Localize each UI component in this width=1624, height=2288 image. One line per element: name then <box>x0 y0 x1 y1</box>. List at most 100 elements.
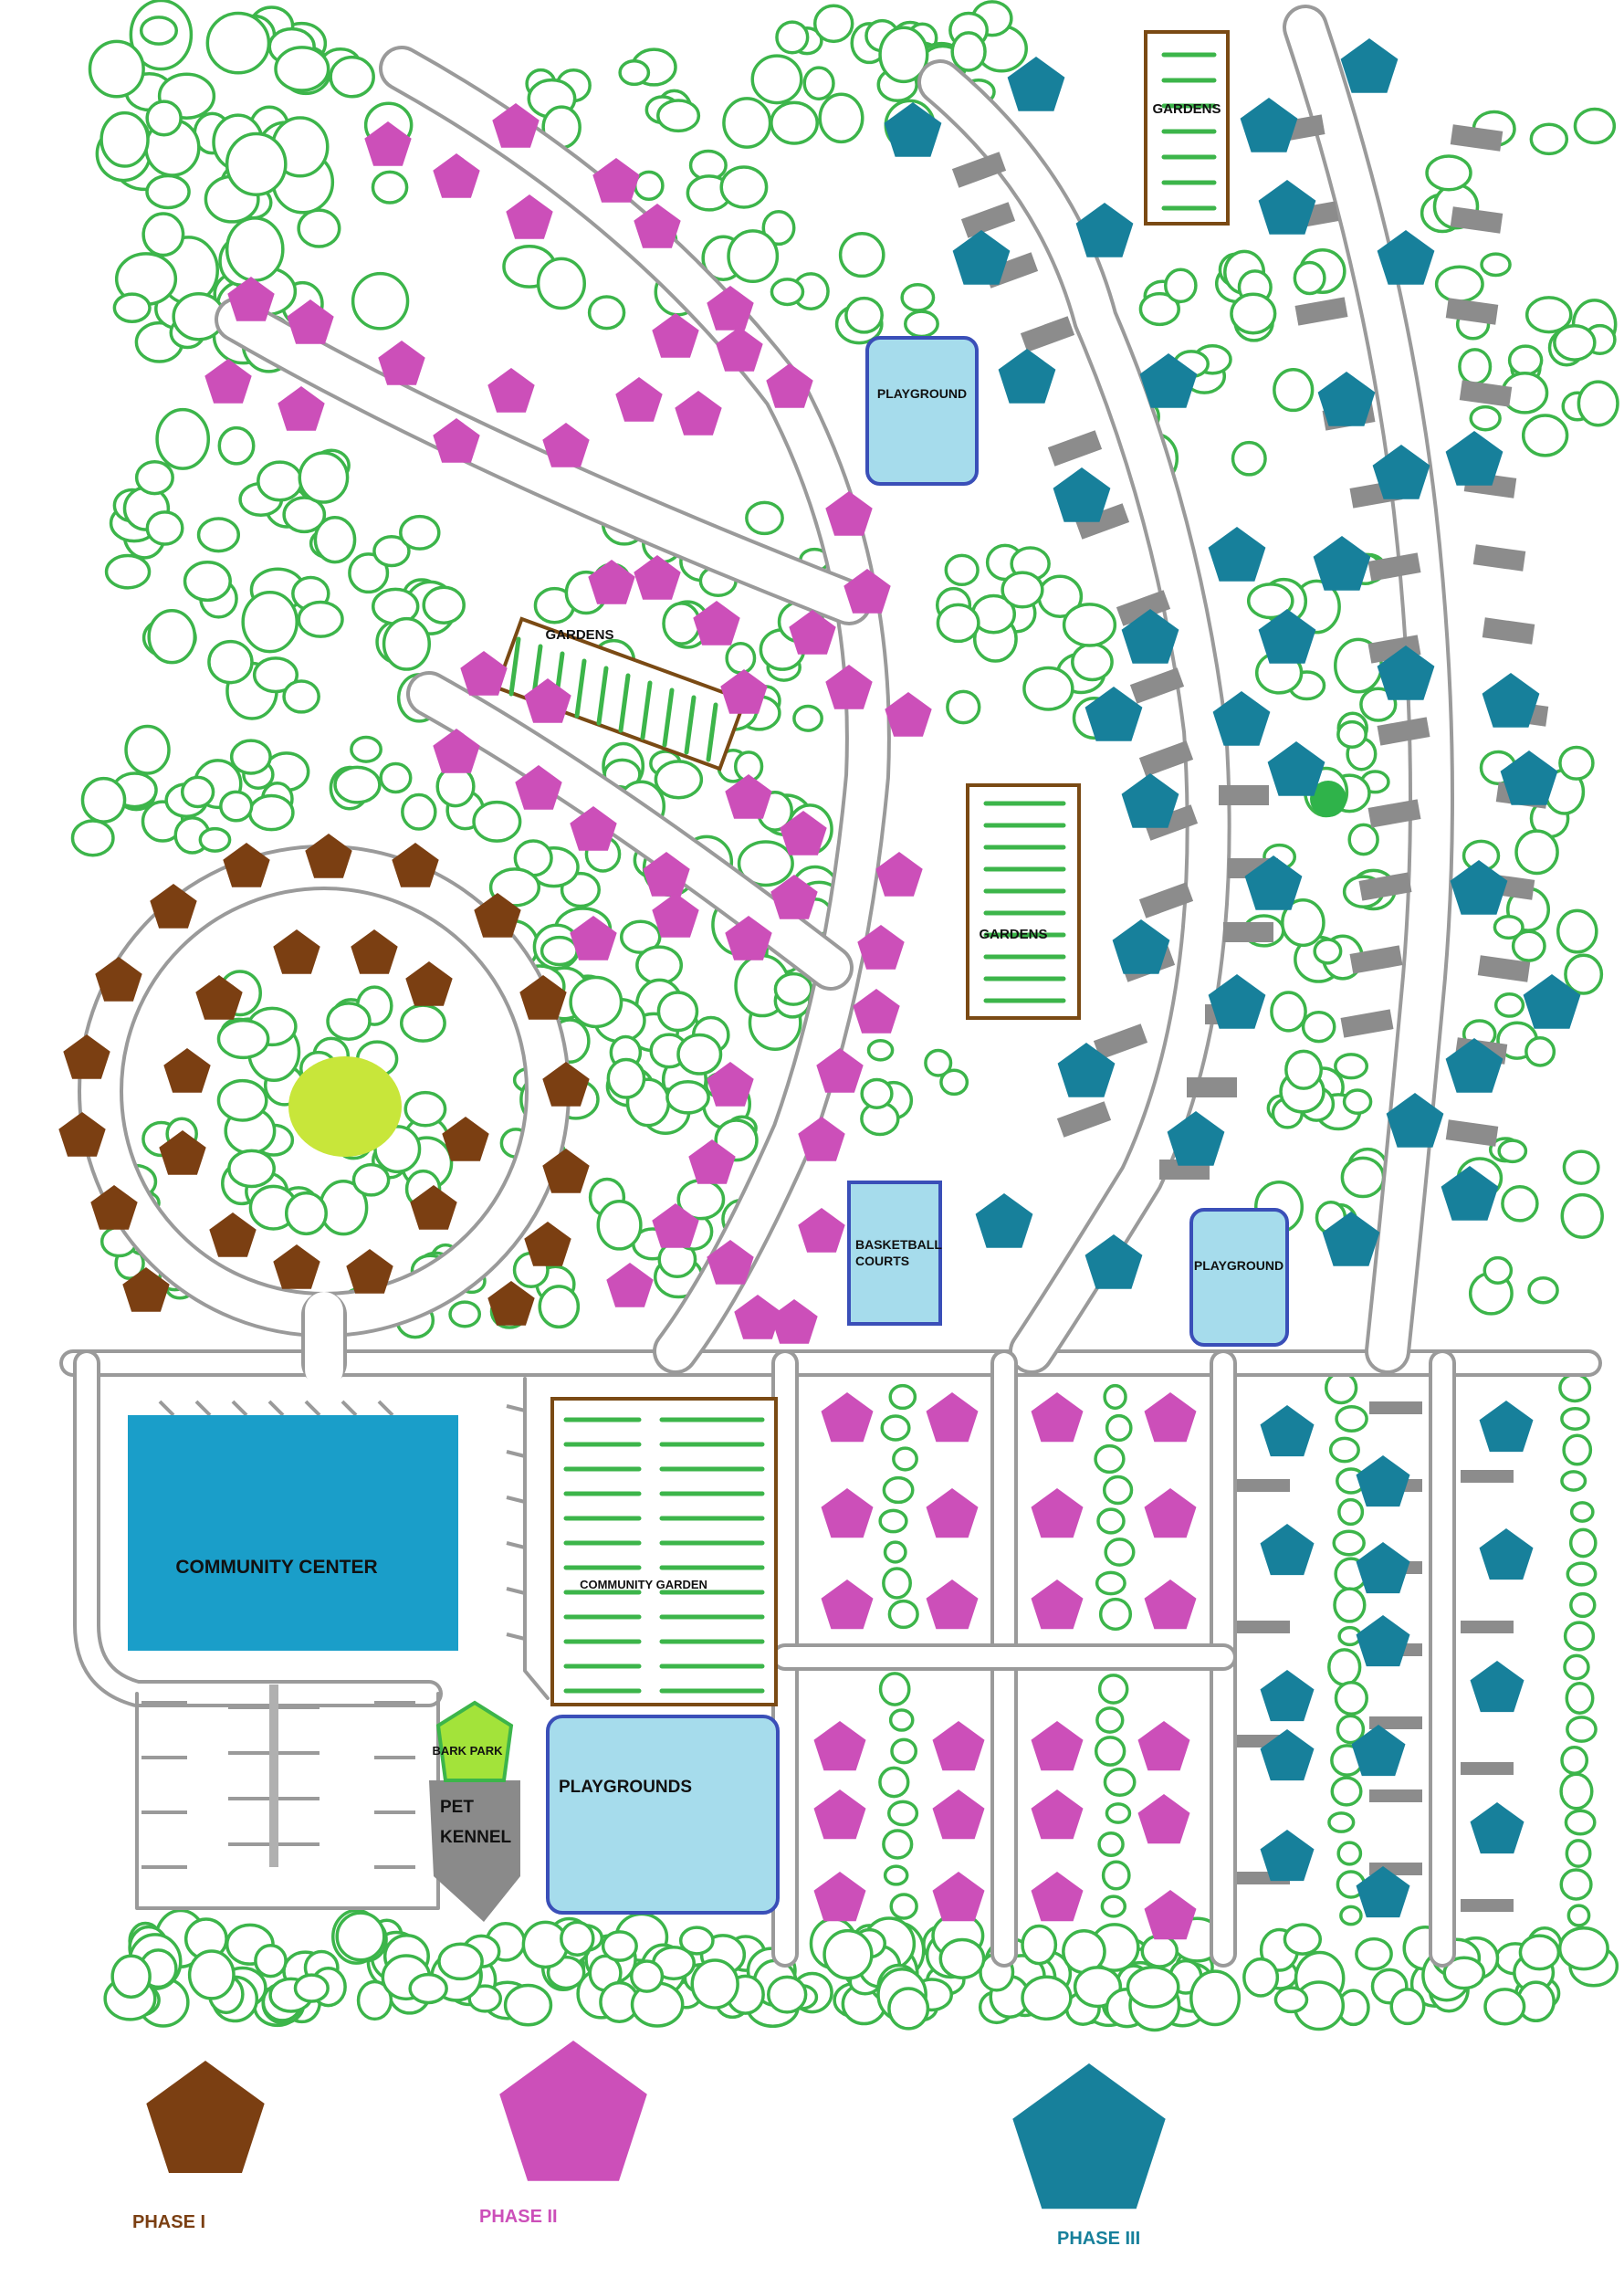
tree <box>1565 1682 1595 1715</box>
tree <box>241 590 299 654</box>
tree <box>838 232 885 278</box>
house-phase-3 <box>1121 609 1179 664</box>
tree <box>536 257 586 310</box>
tree <box>403 1090 447 1128</box>
tree <box>860 1077 894 1109</box>
house-phase-1 <box>519 975 567 1020</box>
house-phase-2 <box>1031 1789 1084 1840</box>
house-phase-3 <box>1356 1866 1410 1918</box>
house-phase-3 <box>1260 1524 1315 1576</box>
house-phase-3 <box>1244 855 1303 910</box>
house-phase-2 <box>278 386 325 431</box>
house-phase-2 <box>707 1240 754 1285</box>
tree <box>227 1149 276 1189</box>
house-phase-3 <box>1441 1166 1499 1221</box>
tree <box>1514 829 1559 876</box>
garden-row <box>618 673 631 733</box>
tree <box>141 212 185 257</box>
tree <box>1564 953 1604 995</box>
tree <box>1231 440 1267 477</box>
house-phase-2 <box>506 194 553 239</box>
tree <box>878 1672 911 1706</box>
tree <box>770 278 805 307</box>
tree <box>145 510 184 546</box>
house-phase-2 <box>1031 1721 1084 1771</box>
house-phase-1 <box>273 929 320 974</box>
tree <box>1333 1587 1367 1623</box>
house-phase-1 <box>95 957 142 1002</box>
house-phase-3 <box>1260 1405 1315 1457</box>
map-labels: GARDENS GARDENS GARDENS PLAYGROUND PLAYG… <box>175 101 1283 1847</box>
legend-swatch-phase-2 <box>499 2041 647 2181</box>
tree <box>1569 1591 1597 1619</box>
tree <box>882 1829 914 1860</box>
house-phase-3 <box>1075 203 1134 257</box>
tree <box>1566 1561 1598 1587</box>
tree <box>656 99 701 133</box>
tree <box>878 1766 910 1799</box>
tree <box>351 1162 391 1197</box>
label-basketball-line1: BASKETBALL <box>855 1237 942 1252</box>
driveway <box>1138 740 1194 777</box>
house-phase-1 <box>346 1249 393 1294</box>
driveway <box>1450 206 1504 234</box>
house-phase-3 <box>1340 38 1399 93</box>
tree <box>1569 1501 1595 1523</box>
tree <box>1105 1802 1132 1824</box>
tree <box>1342 1088 1373 1116</box>
tree <box>1097 1674 1129 1705</box>
tree <box>1507 344 1544 376</box>
tree <box>350 735 382 763</box>
tree <box>145 173 191 210</box>
tree <box>297 600 344 638</box>
house-phase-3 <box>1057 1043 1116 1097</box>
tree <box>878 1508 908 1534</box>
legend-label-phase-2: PHASE II <box>479 2207 558 2227</box>
house-phase-3 <box>1007 57 1065 111</box>
tree <box>1563 1653 1590 1681</box>
phase-legend: PHASE I PHASE II PHASE III <box>132 2041 1166 2249</box>
tree <box>1527 1276 1559 1305</box>
playground-top <box>865 336 979 486</box>
tree <box>217 425 256 466</box>
tree <box>887 1987 930 2031</box>
tree <box>257 460 304 502</box>
tree <box>690 1958 739 2010</box>
tree <box>1246 582 1294 620</box>
driveway <box>960 202 1016 238</box>
label-pet-line1: PET <box>440 1798 474 1817</box>
tree <box>883 1864 909 1886</box>
house-phase-2 <box>460 651 508 696</box>
house-phase-2 <box>1144 1890 1197 1940</box>
house-phase-2 <box>843 569 891 614</box>
tree <box>618 58 651 87</box>
tree <box>1094 1736 1126 1767</box>
house-phase-2 <box>926 1488 979 1538</box>
tree <box>1230 292 1277 335</box>
garden-row <box>640 680 653 740</box>
tree <box>725 641 757 675</box>
tree <box>282 679 320 714</box>
tree <box>750 54 803 105</box>
house-phase-3 <box>1167 1111 1225 1166</box>
house-phase-2 <box>688 1139 736 1184</box>
tree <box>1062 603 1117 647</box>
tree <box>1001 571 1044 609</box>
tree <box>1164 268 1198 304</box>
house-phase-2 <box>433 153 480 198</box>
house-phase-2 <box>885 692 932 737</box>
house-phase-2 <box>821 1488 874 1538</box>
house-phase-1 <box>122 1267 170 1312</box>
house-phase-1 <box>163 1048 211 1093</box>
house-phase-1 <box>159 1130 206 1175</box>
house-phase-2 <box>643 852 690 897</box>
playground-right <box>1189 1208 1289 1347</box>
house-phase-3 <box>1500 750 1558 805</box>
tree <box>1562 1149 1600 1185</box>
tree <box>437 1942 484 1981</box>
house-phase-3 <box>1053 467 1111 522</box>
tree <box>1562 1433 1593 1466</box>
tree <box>1524 1036 1556 1067</box>
tree <box>888 1708 915 1732</box>
tree <box>329 55 375 99</box>
